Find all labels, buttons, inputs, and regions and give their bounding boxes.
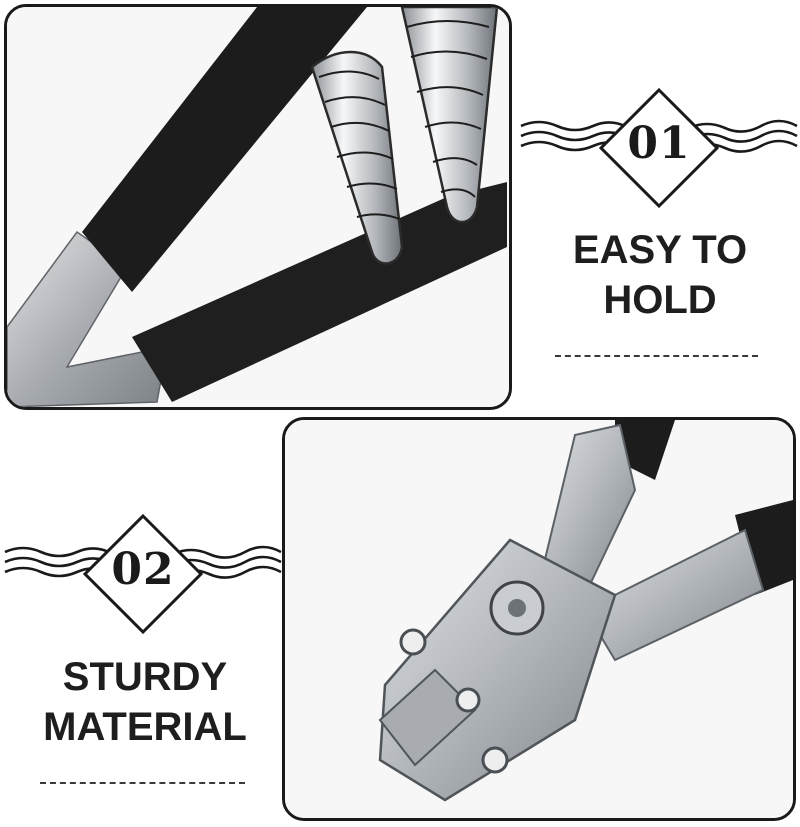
feature-badge-02: 02 <box>3 514 283 634</box>
diamond-badge-icon <box>4 514 282 634</box>
diamond-badge-icon <box>520 88 798 208</box>
feature-badge-01: 01 <box>519 88 799 208</box>
photo-grip-closeup <box>4 4 512 410</box>
grip-illustration <box>7 7 509 407</box>
feature-title-01-line2: HOLD <box>603 278 717 322</box>
feature-title-01: EASY TO HOLD <box>530 225 790 325</box>
dashed-divider-01 <box>555 355 758 357</box>
feature-number-02: 02 <box>111 544 175 595</box>
feature-number-01: 01 <box>627 118 691 169</box>
feature-title-01-line1: EASY TO <box>572 228 748 272</box>
jaw-illustration <box>285 420 793 818</box>
feature-title-02-line2: MATERIAL <box>43 705 247 749</box>
photo-jaw-closeup <box>282 417 796 821</box>
dashed-divider-02 <box>40 782 245 784</box>
feature-title-02-line1: STURDY <box>62 655 228 699</box>
feature-title-02: STURDY MATERIAL <box>20 652 270 752</box>
